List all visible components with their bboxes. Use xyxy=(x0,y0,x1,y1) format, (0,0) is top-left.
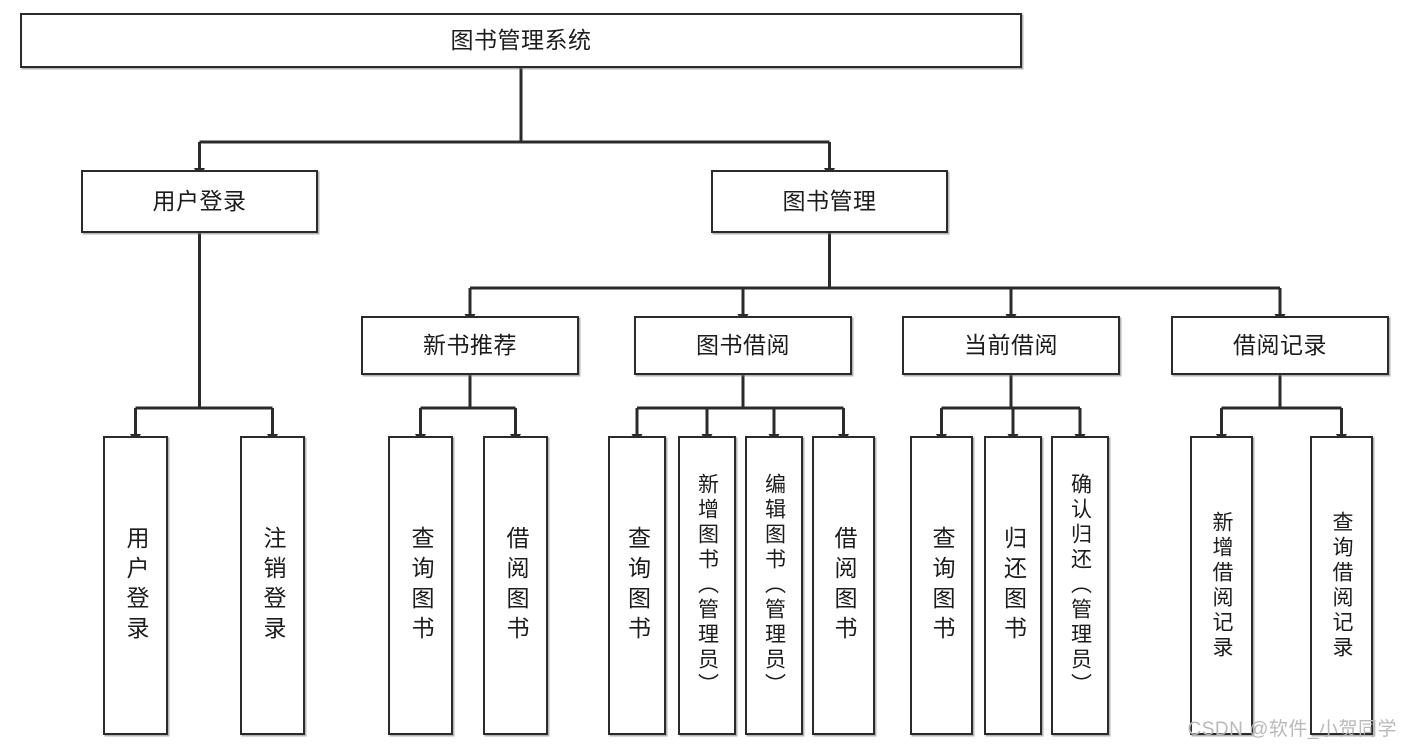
node-borrow-record[interactable]: 借阅记录 xyxy=(1171,316,1389,375)
node-label: 查询图书 xyxy=(624,525,651,646)
node-label: 当前借阅 xyxy=(964,331,1058,358)
node-current-borrow[interactable]: 当前借阅 xyxy=(902,316,1120,375)
node-label: 借阅图书 xyxy=(831,525,857,646)
node-leaf-return-book[interactable]: 归还图书 xyxy=(984,436,1042,735)
node-label: 用户登录 xyxy=(123,525,149,646)
node-label: 归还图书 xyxy=(1000,525,1027,646)
node-label: 新增图书（管理员） xyxy=(695,473,719,698)
node-book-borrow[interactable]: 图书借阅 xyxy=(634,316,852,375)
node-label: 新书推荐 xyxy=(423,331,517,358)
node-label: 确认归还（管理员） xyxy=(1068,473,1092,698)
node-leaf-add-record[interactable]: 新增借阅记录 xyxy=(1190,436,1253,735)
node-label: 新增借阅记录 xyxy=(1210,510,1233,661)
node-label: 图书借阅 xyxy=(696,331,790,358)
node-leaf-query-book-1[interactable]: 查询图书 xyxy=(388,436,453,735)
node-leaf-add-book[interactable]: 新增图书（管理员） xyxy=(678,436,736,735)
node-new-book-rec[interactable]: 新书推荐 xyxy=(361,316,579,375)
node-leaf-borrow-book-2[interactable]: 借阅图书 xyxy=(812,436,875,735)
node-label: 查询图书 xyxy=(929,525,955,646)
node-leaf-user-login[interactable]: 用户登录 xyxy=(103,436,168,735)
node-root[interactable]: 图书管理系统 xyxy=(20,13,1022,68)
node-leaf-edit-book[interactable]: 编辑图书（管理员） xyxy=(745,436,803,735)
node-user-login[interactable]: 用户登录 xyxy=(81,170,318,233)
node-leaf-query-book-2[interactable]: 查询图书 xyxy=(608,436,666,735)
node-label: 借阅记录 xyxy=(1233,331,1327,358)
node-book-manage[interactable]: 图书管理 xyxy=(711,170,948,233)
node-leaf-confirm-return[interactable]: 确认归还（管理员） xyxy=(1051,436,1109,735)
node-leaf-borrow-book-1[interactable]: 借阅图书 xyxy=(483,436,548,735)
node-leaf-query-record[interactable]: 查询借阅记录 xyxy=(1310,436,1373,735)
node-leaf-logout[interactable]: 注销登录 xyxy=(240,436,305,735)
node-label: 注销登录 xyxy=(260,525,286,646)
node-label: 借阅图书 xyxy=(503,525,529,646)
node-label: 编辑图书（管理员） xyxy=(762,473,786,698)
node-label: 查询借阅记录 xyxy=(1330,510,1353,661)
node-label: 图书管理 xyxy=(782,187,877,214)
node-label: 用户登录 xyxy=(152,187,247,214)
node-label: 图书管理系统 xyxy=(450,26,592,53)
node-label: 查询图书 xyxy=(408,525,434,646)
node-leaf-query-book-3[interactable]: 查询图书 xyxy=(910,436,973,735)
